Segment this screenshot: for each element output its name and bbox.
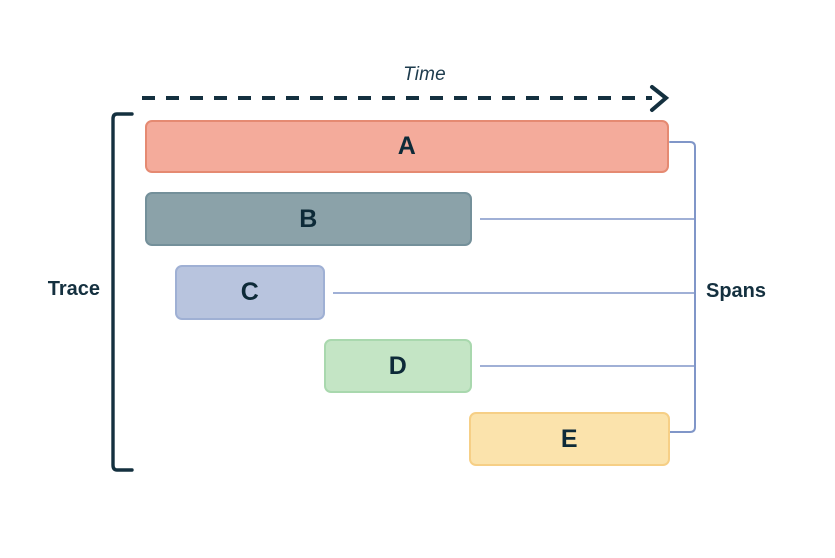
span-bar-e[interactable]: E	[469, 412, 670, 466]
span-bar-b[interactable]: B	[145, 192, 472, 246]
span-bar-label: A	[397, 132, 417, 160]
span-bar-c[interactable]: C	[175, 265, 325, 320]
time-axis-label: Time	[403, 64, 446, 85]
span-connector-lines	[333, 218, 695, 367]
span-bar-a[interactable]: A	[145, 120, 669, 173]
span-bar-label: C	[240, 278, 260, 306]
time-axis-arrow-icon	[142, 85, 670, 112]
spans-label: Spans	[706, 280, 767, 302]
span-bar-label: B	[299, 204, 318, 233]
span-bar-label: D	[388, 351, 408, 380]
spans-bracket	[669, 141, 696, 433]
span-bar-label: E	[560, 424, 579, 453]
trace-label: Trace	[47, 278, 100, 300]
span-bar-d[interactable]: D	[324, 339, 472, 393]
trace-bracket	[111, 112, 134, 472]
